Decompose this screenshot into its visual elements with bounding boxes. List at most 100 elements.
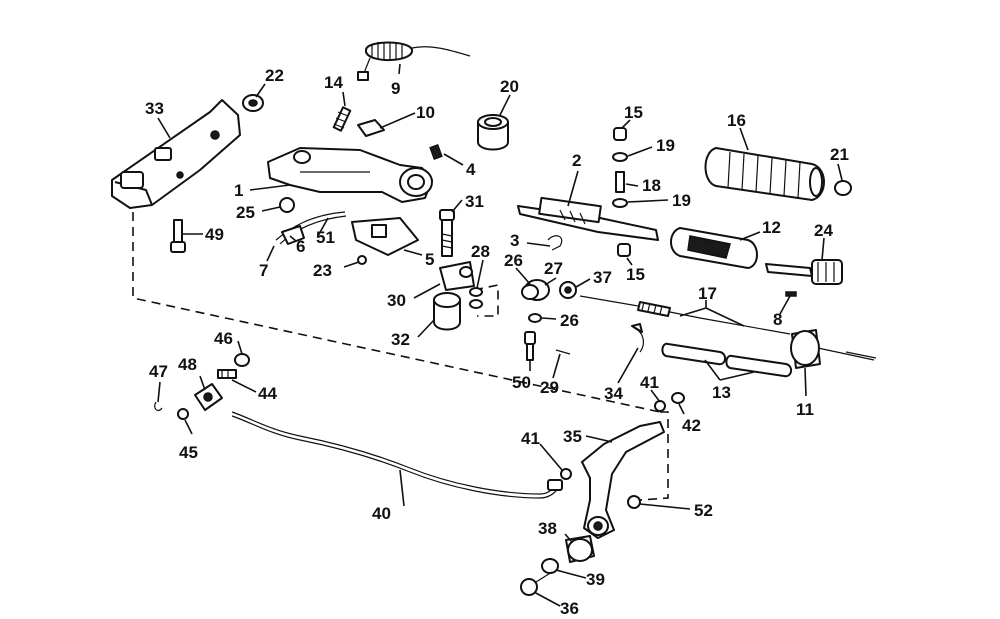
part-34-clip [631, 323, 644, 353]
label-15-lower: 15 [626, 265, 645, 284]
part-42-nut [671, 392, 685, 404]
label-44: 44 [258, 384, 277, 403]
part-36-bolt [520, 571, 553, 596]
part-23-screw [357, 255, 367, 265]
label-10: 10 [416, 103, 435, 122]
part-33-bracket [111, 99, 241, 209]
part-20-sleeve [477, 114, 509, 151]
assembly-dashed-lines [132, 212, 669, 501]
part-15-cap-lower [617, 243, 631, 257]
part-11-cylinder [790, 329, 877, 369]
label-40: 40 [372, 504, 391, 523]
part-3-clip [547, 235, 563, 251]
part-19-ring-lower [612, 198, 628, 208]
part-15-cap-upper [613, 127, 627, 141]
label-20: 20 [500, 77, 519, 96]
part-45-nut [177, 408, 189, 420]
leader-lines [157, 63, 843, 607]
part-25-washer [279, 197, 295, 213]
part-1-steering-arm [267, 147, 433, 203]
label-41-lower: 41 [521, 429, 540, 448]
label-1: 1 [234, 181, 243, 200]
label-19-lower: 19 [672, 191, 691, 210]
label-22: 22 [265, 66, 284, 85]
part-24-fitting [765, 259, 843, 285]
label-51: 51 [316, 228, 335, 247]
part-26-washer-lower [528, 313, 542, 323]
part-29-pin [555, 349, 571, 355]
part-18-pin [615, 171, 625, 193]
part-number-labels: 1 2 3 4 5 6 7 8 9 10 11 12 13 14 15 15 1… [145, 66, 849, 618]
label-21: 21 [830, 145, 849, 164]
part-5-plate [351, 217, 419, 256]
part-32-bushing [433, 292, 461, 331]
label-47: 47 [149, 362, 168, 381]
part-30-block [439, 261, 475, 291]
label-9: 9 [391, 79, 400, 98]
part-12-housing [670, 227, 758, 269]
part-22-cap [242, 94, 264, 112]
label-36: 36 [560, 599, 579, 618]
label-37: 37 [593, 268, 612, 287]
part-50-stud [524, 331, 536, 361]
part-40-link-rod [231, 411, 563, 499]
part-8-pin [785, 291, 797, 297]
label-14: 14 [324, 73, 343, 92]
part-28-washer [469, 287, 483, 309]
label-41-upper: 41 [640, 373, 659, 392]
label-49: 49 [205, 225, 224, 244]
label-15-upper: 15 [624, 103, 643, 122]
part-31-bolt [439, 209, 455, 257]
label-32: 32 [391, 330, 410, 349]
label-6: 6 [296, 237, 305, 256]
label-25: 25 [236, 203, 255, 222]
part-19-ring-upper [612, 152, 628, 162]
label-27: 27 [544, 259, 563, 278]
part-21-cap [834, 180, 852, 196]
label-12: 12 [762, 218, 781, 237]
part-41-washer-upper [654, 400, 666, 412]
label-35: 35 [563, 427, 582, 446]
label-3: 3 [510, 231, 519, 250]
part-16-grip [704, 147, 825, 201]
label-19-upper: 19 [656, 136, 675, 155]
label-23: 23 [313, 261, 332, 280]
part-49-bolt [170, 219, 186, 253]
part-47-clip [154, 401, 163, 412]
label-26-upper: 26 [504, 251, 523, 270]
label-17: 17 [698, 284, 717, 303]
label-30: 30 [387, 291, 406, 310]
part-44-stud [217, 369, 237, 379]
label-5: 5 [425, 250, 434, 269]
part-52-washer [627, 495, 641, 509]
label-16: 16 [727, 111, 746, 130]
part-37-washer [559, 281, 577, 299]
label-29: 29 [540, 378, 559, 397]
part-48-link [194, 383, 223, 411]
label-4: 4 [466, 160, 476, 179]
part-27-bushing [521, 279, 550, 301]
label-45: 45 [179, 443, 198, 462]
label-50: 50 [512, 373, 531, 392]
label-52: 52 [694, 501, 713, 520]
label-2: 2 [572, 151, 581, 170]
label-11: 11 [796, 400, 814, 419]
part-6-clip [281, 225, 305, 245]
label-38: 38 [538, 519, 557, 538]
label-31: 31 [465, 192, 484, 211]
part-46-nut [234, 353, 250, 367]
part-35-lever [581, 421, 665, 539]
label-7: 7 [259, 261, 268, 280]
label-34: 34 [604, 384, 623, 403]
part-41-washer-lower [560, 468, 572, 480]
label-39: 39 [586, 570, 605, 589]
part-17-cable [579, 295, 791, 335]
label-46: 46 [214, 329, 233, 348]
label-28: 28 [471, 242, 490, 261]
part-14-pin [332, 106, 352, 132]
label-33: 33 [145, 99, 164, 118]
part-10-clip [357, 119, 385, 137]
part-13-tubes [661, 342, 792, 378]
part-39-washer [541, 558, 559, 574]
